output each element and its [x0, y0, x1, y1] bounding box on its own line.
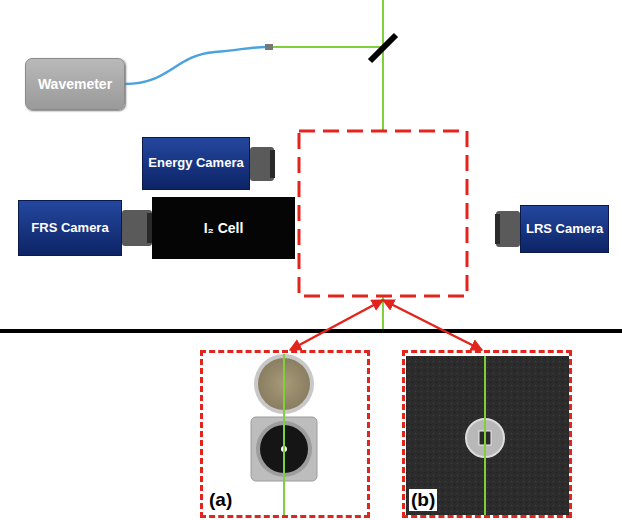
- measurement-region: [299, 131, 467, 296]
- node-label: Energy Camera: [148, 156, 243, 171]
- node-label: Wavemeter: [38, 76, 112, 92]
- camera-lens: [270, 150, 275, 178]
- laser-beam: [273, 46, 383, 48]
- camera-body: FRS Camera: [18, 200, 122, 256]
- inset-panel: (b): [402, 350, 572, 518]
- target-plate: [406, 356, 569, 515]
- node-label: I₂ Cell: [204, 220, 244, 236]
- node-label: (a): [207, 489, 234, 511]
- fiber-connector: [265, 44, 273, 50]
- laser-beam: [382, 297, 384, 330]
- camera-lens: [496, 211, 520, 247]
- camera-body: Energy Camera: [142, 137, 250, 190]
- node-label: LRS Camera: [526, 222, 603, 237]
- camera-lens: [495, 214, 500, 244]
- laser-beam: [283, 354, 285, 517]
- divider-line: [0, 329, 622, 333]
- laser-beam: [382, 0, 384, 130]
- red-arrow: [290, 300, 383, 350]
- instrument-box: Wavemeter: [25, 58, 125, 110]
- red-arrow: [383, 300, 482, 350]
- optical-fiber: [125, 47, 266, 84]
- mirror: [370, 35, 396, 61]
- camera-body: LRS Camera: [520, 205, 609, 253]
- node-label: FRS Camera: [31, 221, 108, 236]
- camera-lens: [250, 147, 274, 181]
- camera-lens: [122, 210, 152, 246]
- node-label: (b): [409, 489, 437, 511]
- laser-beam: [484, 356, 486, 515]
- iodine-cell: I₂ Cell: [152, 197, 295, 259]
- inset-panel: (a): [200, 350, 370, 518]
